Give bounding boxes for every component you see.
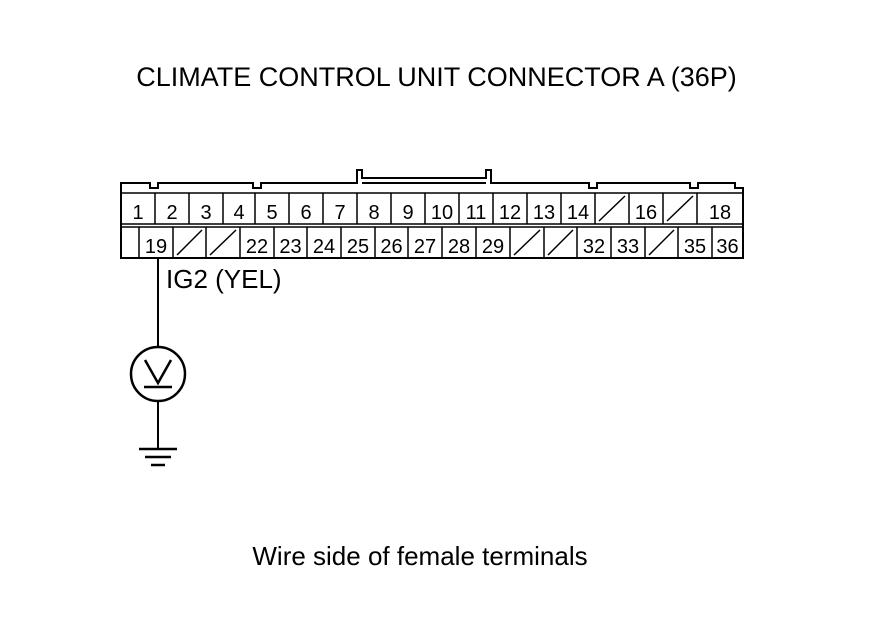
terminal-number: 2 bbox=[166, 202, 177, 224]
terminal-33: 33 bbox=[610, 227, 639, 258]
terminal-6: 6 bbox=[288, 193, 312, 224]
terminal-11: 11 bbox=[458, 193, 487, 224]
terminal-number: 36 bbox=[716, 236, 738, 258]
terminal-number: 3 bbox=[200, 202, 211, 224]
terminal-number: 7 bbox=[334, 202, 345, 224]
terminal-16: 16 bbox=[628, 193, 657, 224]
terminal-1: 1 bbox=[132, 202, 143, 224]
terminal-number: 19 bbox=[145, 236, 167, 258]
bottom-row-cells: 19 22 23 24 25 26 27 28 29 32 33 35 36 bbox=[138, 227, 739, 258]
terminal-23: 23 bbox=[273, 227, 302, 258]
unused-slash bbox=[666, 195, 694, 222]
terminal-29: 29 bbox=[475, 227, 504, 258]
terminal-number: 8 bbox=[368, 202, 379, 224]
unused-slash bbox=[176, 229, 203, 256]
unused-slash bbox=[209, 229, 237, 256]
terminal-number: 29 bbox=[482, 236, 504, 258]
terminal-number: 4 bbox=[233, 202, 244, 224]
terminal-number: 5 bbox=[266, 202, 277, 224]
terminal-number: 9 bbox=[402, 202, 413, 224]
terminal-27: 27 bbox=[407, 227, 436, 258]
terminal-number: 27 bbox=[414, 236, 436, 258]
terminal-number: 16 bbox=[635, 202, 657, 224]
unused-slash bbox=[648, 229, 675, 256]
terminal-36: 36 bbox=[711, 227, 739, 258]
terminal-unused bbox=[543, 227, 574, 258]
terminal-unused bbox=[205, 227, 237, 258]
terminal-22: 22 bbox=[239, 227, 268, 258]
terminal-5: 5 bbox=[254, 193, 278, 224]
terminal-35: 35 bbox=[677, 227, 706, 258]
voltmeter-icon bbox=[129, 345, 187, 403]
unused-slash bbox=[513, 229, 541, 256]
terminal-number: 25 bbox=[347, 236, 369, 258]
terminal-number: 35 bbox=[684, 236, 706, 258]
ground-icon bbox=[139, 447, 177, 467]
terminal-25: 25 bbox=[340, 227, 369, 258]
terminal-unused bbox=[509, 227, 541, 258]
terminal-number: 6 bbox=[300, 202, 311, 224]
terminal-7: 7 bbox=[322, 193, 346, 224]
terminal-2: 2 bbox=[154, 193, 178, 224]
unused-slash bbox=[547, 229, 574, 256]
terminal-8: 8 bbox=[356, 193, 380, 224]
wire-label: IG2 (YEL) bbox=[166, 264, 282, 294]
terminal-unused bbox=[644, 227, 675, 258]
terminal-number: 23 bbox=[279, 236, 301, 258]
terminal-number: 11 bbox=[466, 202, 487, 224]
unused-slash bbox=[598, 195, 626, 222]
terminal-number: 32 bbox=[583, 236, 605, 258]
terminal-12: 12 bbox=[492, 193, 521, 224]
terminal-unused bbox=[172, 227, 203, 258]
terminal-number: 1 bbox=[132, 202, 143, 224]
terminal-number: 33 bbox=[617, 236, 639, 258]
terminal-4: 4 bbox=[222, 193, 245, 224]
terminal-24: 24 bbox=[306, 227, 335, 258]
terminal-number: 14 bbox=[567, 202, 589, 224]
terminal-number: 22 bbox=[246, 236, 268, 258]
terminal-28: 28 bbox=[441, 227, 470, 258]
terminal-number: 13 bbox=[533, 202, 555, 224]
terminal-number: 26 bbox=[380, 236, 402, 258]
terminal-number: 24 bbox=[313, 236, 335, 258]
terminal-26: 26 bbox=[374, 227, 403, 258]
terminal-14: 14 bbox=[560, 193, 589, 224]
connector-housing bbox=[120, 169, 744, 259]
terminal-13: 13 bbox=[526, 193, 555, 224]
terminal-number: 12 bbox=[499, 202, 521, 224]
diagram-caption: Wire side of female terminals bbox=[252, 541, 588, 571]
terminal-number: 28 bbox=[448, 236, 470, 258]
terminal-9: 9 bbox=[390, 193, 414, 224]
terminal-unused bbox=[662, 193, 694, 224]
terminal-number: 18 bbox=[709, 202, 731, 224]
diagram-title: CLIMATE CONTROL UNIT CONNECTOR A (36P) bbox=[136, 62, 737, 92]
terminal-10: 10 bbox=[424, 193, 453, 224]
terminal-19: 19 bbox=[138, 227, 167, 258]
terminal-number: 10 bbox=[431, 202, 453, 224]
terminal-32: 32 bbox=[576, 227, 605, 258]
terminal-unused bbox=[594, 193, 626, 224]
terminal-3: 3 bbox=[188, 193, 212, 224]
terminal-18: 18 bbox=[696, 193, 731, 224]
